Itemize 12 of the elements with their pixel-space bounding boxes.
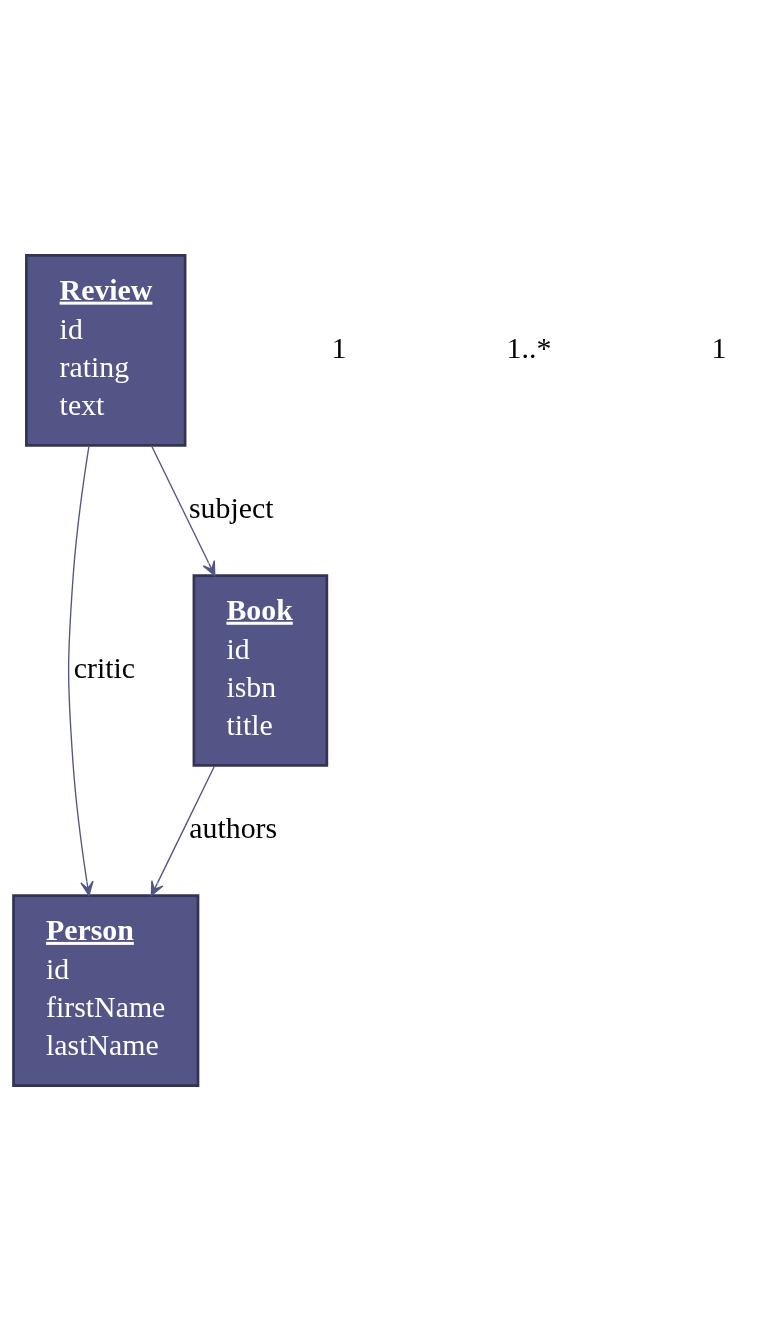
- edge-label: authors: [189, 811, 278, 845]
- arrow: [150, 445, 216, 577]
- label: 1: [711, 330, 727, 364]
- label: 1: [331, 330, 347, 364]
- arrow: [67, 444, 94, 897]
- edge-label: subject: [188, 491, 274, 525]
- node-box: Book id isbn title: [192, 574, 329, 767]
- arrow: [150, 765, 216, 897]
- edge-label: critic: [73, 651, 136, 685]
- node-box: Review id rating text: [25, 254, 187, 447]
- label: 1..*: [506, 330, 552, 364]
- node-box: Person id firstName lastName: [12, 894, 200, 1087]
